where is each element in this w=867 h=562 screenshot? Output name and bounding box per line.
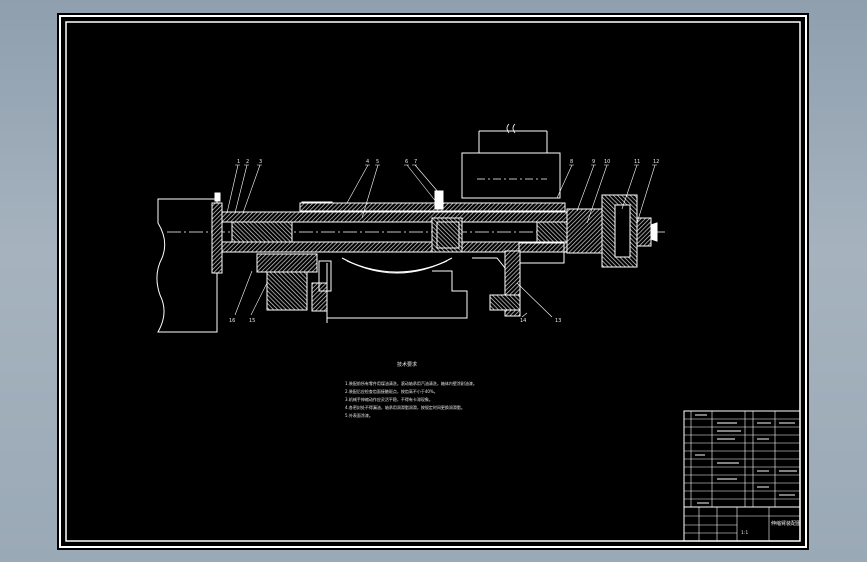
drawing-title: 伸缩臂装配图 [771,520,801,527]
notes-line: 1.装配前所有零件用煤油清洗，滚动轴承用汽油清洗，箱体内壁涂耐油漆。 [345,380,477,386]
part-label: 6 [405,159,408,165]
parts-list-grid [684,411,800,508]
part-label: 11 [634,159,640,165]
part-label: 3 [259,159,262,165]
part-label: 15 [249,318,255,324]
drawing-sheet: 1 2 3 4 5 6 7 8 9 10 11 12 16 15 14 13 技… [57,13,809,550]
part-label: 8 [570,159,573,165]
part-label: 16 [229,318,235,324]
notes-line: 4.各密封处不得漏油，轴承用润滑脂润滑，按规定时间更换润滑脂。 [345,404,465,410]
part-label: 1 [237,159,240,165]
part-label: 7 [414,159,417,165]
notes-title: 技术要求 [397,361,417,368]
part-label: 12 [653,159,659,165]
outer-frame [59,15,807,548]
notes-line: 2.装配后应检查齿面接触斑点，按齿高不小于40%。 [345,388,438,394]
part-label: 10 [604,159,610,165]
drawing-scale: 1:1 [741,530,748,536]
notes-line: 3.机械手伸缩动作应灵活平稳，不得有卡滞现象。 [345,396,433,402]
part-labels: 1 2 3 4 5 6 7 8 9 10 11 12 16 15 14 13 [229,159,659,324]
title-area [684,507,800,541]
technical-notes: 技术要求 1.装配前所有零件用煤油清洗，滚动轴承用汽油清洗，箱体内壁涂耐油漆。 … [345,361,477,418]
part-label: 4 [366,159,369,165]
part-label: 5 [376,159,379,165]
parts-list-text-marks [695,414,797,504]
mechanism-section-view [156,123,667,333]
part-label: 2 [246,159,249,165]
title-block: 伸缩臂装配图 1:1 [683,410,801,542]
notes-line: 5.外表面涂漆。 [345,412,373,418]
assembly-drawing: 1 2 3 4 5 6 7 8 9 10 11 12 16 15 14 13 技… [59,15,807,548]
part-label: 13 [555,318,561,324]
part-label: 14 [520,318,526,324]
inner-frame [65,21,801,542]
part-label: 9 [592,159,595,165]
